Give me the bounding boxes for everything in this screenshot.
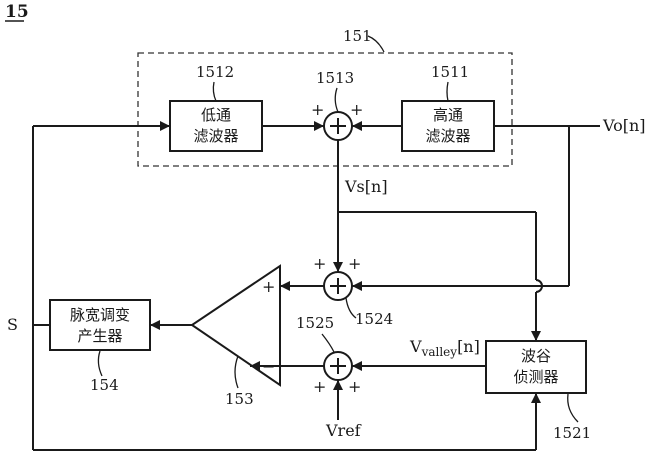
signal-vvalley-sub: valley — [421, 345, 458, 359]
comparator-leader — [234, 355, 239, 389]
valley-line1: 波谷 — [521, 347, 551, 365]
adder-1525-sign-right: + — [348, 377, 361, 396]
adder-1525-leader — [321, 333, 335, 353]
highpass-leader — [446, 81, 449, 102]
adder-1525-ref: 1525 — [296, 314, 334, 332]
adder-1525-sign-left: + — [313, 377, 326, 396]
comparator-153 — [190, 264, 281, 387]
filter-group-boundary — [137, 52, 513, 167]
vo-to-adder-arrow — [352, 281, 362, 291]
valley-leader — [567, 393, 579, 423]
adder-1513-ref: 1513 — [316, 69, 354, 87]
valley-ref: 1521 — [553, 424, 591, 442]
highpass-line2: 滤波器 — [425, 127, 470, 145]
adder-1513-sign-left: + — [311, 100, 324, 119]
vs-arrow — [333, 262, 343, 272]
lowpass-ref: 1512 — [196, 63, 234, 81]
adder-1513-leader — [334, 87, 339, 113]
signal-s: S — [7, 315, 18, 334]
comp-to-pwm-arrow — [150, 320, 160, 330]
highpass-ref: 1511 — [431, 63, 469, 81]
adder1524-to-comp-arrow — [280, 281, 290, 291]
adder-1524-ref: 1524 — [355, 310, 393, 328]
adder-1513-sign-right: + — [350, 100, 363, 119]
signal-vs: Vs[n] — [344, 177, 388, 196]
lp-to-adder-arrow — [314, 121, 324, 131]
lowpass-line2: 滤波器 — [193, 127, 238, 145]
pwm-leader — [97, 350, 103, 377]
hp-to-adder-arrow — [352, 121, 362, 131]
signal-vvalley-suffix: [n] — [457, 337, 480, 356]
figure-number: 15 — [5, 2, 29, 22]
highpass-line1: 高通 — [433, 106, 463, 124]
signal-vref: Vref — [325, 421, 362, 440]
pwm-line1: 脉宽调变 — [70, 306, 130, 324]
vref-arrow — [333, 380, 343, 390]
group-label-151: 151 — [343, 27, 372, 45]
comparator-plus: + — [262, 277, 275, 296]
adder1525-to-comp-arrow — [250, 361, 260, 371]
pwm-ref: 154 — [90, 376, 119, 394]
comparator-ref: 153 — [225, 390, 254, 408]
vs-to-valley-arrow — [531, 331, 541, 341]
pwm-line2: 产生器 — [77, 327, 122, 345]
group-leader-151 — [367, 35, 385, 53]
s-to-lowpass-arrow — [160, 121, 170, 131]
signal-vvalley: Vvalley[n] — [409, 337, 480, 359]
lowpass-line1: 低通 — [201, 106, 231, 124]
valley-line2: 侦测器 — [513, 368, 558, 386]
adder-1524-sign-left: + — [313, 254, 326, 273]
s-to-valley-arrow — [531, 393, 541, 403]
adder-1524-sign-right: + — [348, 254, 361, 273]
valley-to-adder-arrow — [352, 361, 362, 371]
signal-vo: Vo[n] — [602, 116, 646, 135]
lowpass-leader — [212, 81, 217, 102]
adder-1524-leader — [345, 297, 357, 319]
